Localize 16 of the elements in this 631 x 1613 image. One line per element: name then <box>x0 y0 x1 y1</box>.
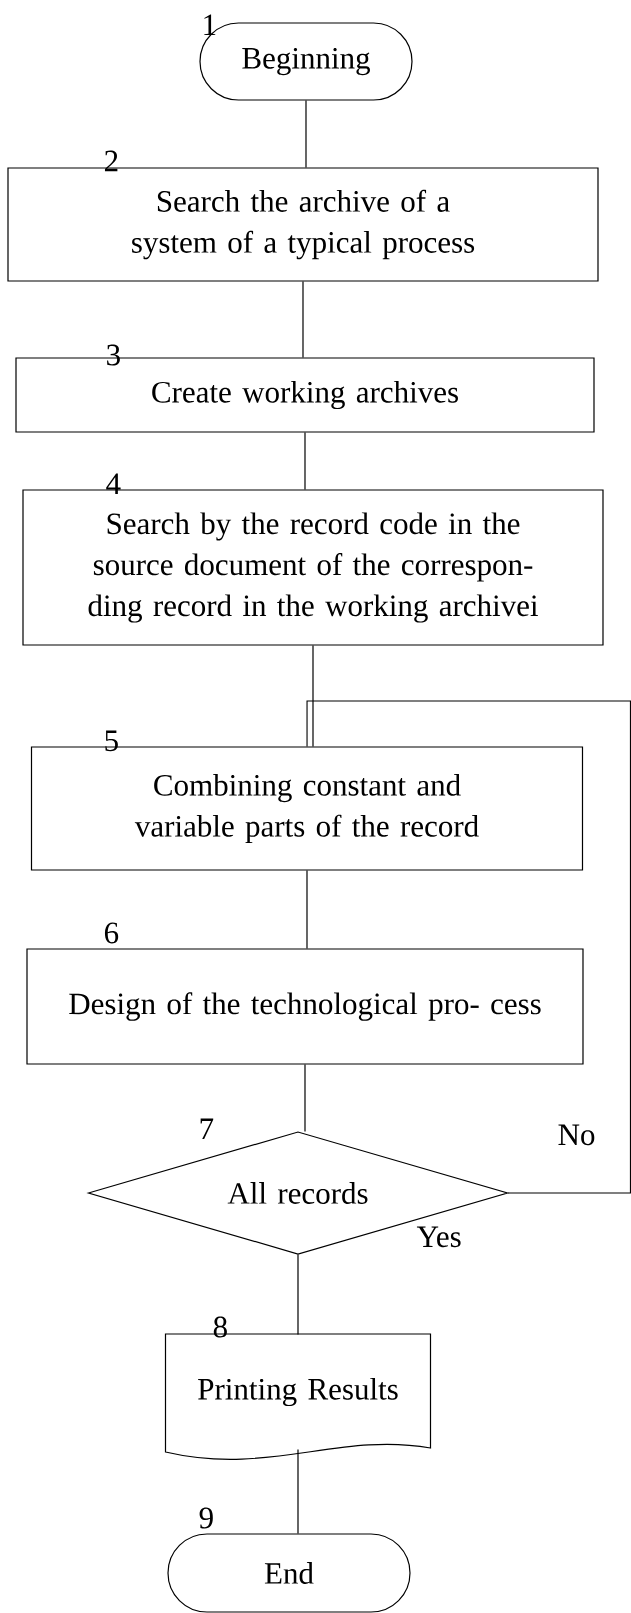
edge-label: No <box>556 1123 597 1147</box>
edge-label: Yes <box>415 1225 463 1249</box>
step-number: 6 <box>104 922 119 944</box>
connector-line <box>297 1254 299 1335</box>
terminal-box: End <box>167 1533 411 1613</box>
connector-line <box>302 281 304 358</box>
connector-line <box>305 100 307 168</box>
step-number: 1 <box>204 14 216 36</box>
connector-line <box>304 432 306 490</box>
process-box: Design of the technological pro- cess <box>26 948 584 1065</box>
connector-line <box>297 1449 299 1534</box>
step-number: 9 <box>199 1507 213 1529</box>
connector-line <box>306 870 308 949</box>
connector-line <box>304 1064 306 1132</box>
step-number: 7 <box>200 1118 214 1139</box>
connector-line <box>312 645 314 747</box>
